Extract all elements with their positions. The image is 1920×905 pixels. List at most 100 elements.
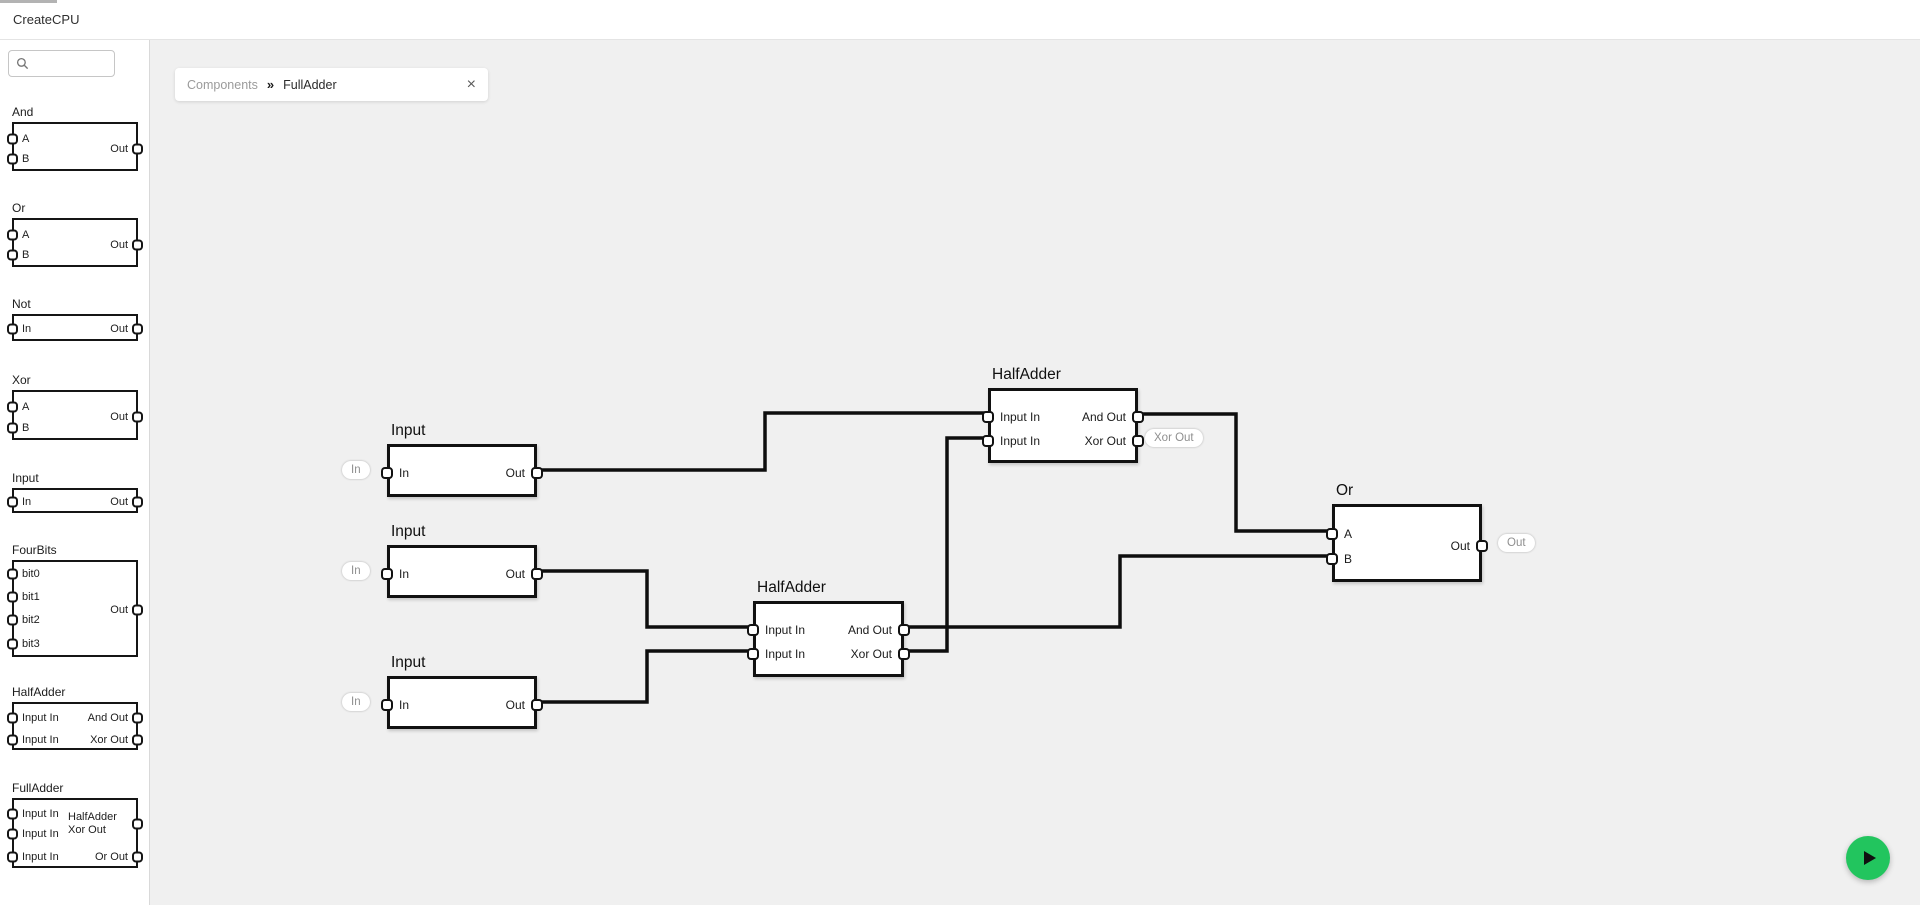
port-in[interactable] — [7, 734, 18, 746]
node-or[interactable]: Or A B Out — [1326, 482, 1488, 582]
wire-halfadder-top-andout-to-or-a[interactable] — [1141, 412, 1332, 533]
port-in[interactable] — [7, 614, 18, 626]
port-label: Out — [110, 143, 128, 155]
port-out[interactable] — [132, 143, 143, 155]
wire-halfadder-bottom-andout-to-or-b[interactable] — [907, 554, 1332, 629]
palette-box[interactable]: A B Out — [7, 218, 143, 267]
port-in[interactable] — [1326, 528, 1338, 540]
port-out[interactable] — [132, 496, 143, 508]
port-in[interactable] — [7, 153, 18, 165]
node-input-1[interactable]: Input In Out — [381, 422, 543, 497]
palette-box[interactable]: A B Out — [7, 390, 143, 440]
port-label: bit0 — [22, 568, 40, 580]
port-in[interactable] — [747, 624, 759, 636]
port-label: B — [1344, 552, 1353, 566]
port-in[interactable] — [7, 851, 18, 863]
wire-input2-to-halfadder-bottom-in1[interactable] — [540, 569, 753, 629]
port-in[interactable] — [7, 828, 18, 840]
app-title: CreateCPU — [13, 12, 80, 27]
port-out[interactable] — [132, 818, 143, 830]
external-output-pill[interactable]: Out — [1498, 534, 1535, 552]
wire-input3-to-halfadder-bottom-in2[interactable] — [540, 649, 753, 704]
palette-item-input[interactable]: Input In Out — [7, 468, 143, 513]
port-out[interactable] — [132, 604, 143, 616]
wire-halfadder-bottom-xorout-to-halfadder-top-in2[interactable] — [907, 436, 988, 653]
port-in[interactable] — [7, 249, 18, 261]
search-icon — [16, 57, 29, 70]
port-in[interactable] — [381, 699, 393, 711]
port-in[interactable] — [7, 422, 18, 434]
external-input-pill[interactable]: In — [342, 693, 370, 711]
port-out[interactable] — [531, 699, 543, 711]
node-halfadder-top[interactable]: HalfAdder Input In Input In And Out Xor … — [982, 366, 1144, 463]
port-out[interactable] — [531, 568, 543, 580]
breadcrumb-root[interactable]: Components — [187, 77, 258, 92]
palette-box[interactable]: A B Out — [7, 122, 143, 171]
external-input-pill[interactable]: In — [342, 461, 370, 479]
palette-item-and[interactable]: And A B Out — [7, 102, 143, 171]
port-label: Out — [110, 323, 128, 335]
node-input-2[interactable]: Input In Out — [381, 523, 543, 598]
search-input[interactable] — [34, 55, 106, 72]
external-output-pill[interactable]: Xor Out — [1145, 429, 1203, 447]
search-box[interactable] — [8, 50, 115, 77]
port-in[interactable] — [982, 411, 994, 423]
circuit-canvas[interactable]: Components » FullAdder × Input In Out In… — [150, 40, 1920, 905]
palette-box[interactable]: bit0 bit1 bit2 bit3 Out — [7, 560, 143, 657]
palette-item-fourbits[interactable]: FourBits bit0 bit1 bit2 bit3 Out — [7, 540, 143, 657]
node-label: Input — [391, 654, 426, 671]
port-label: Out — [110, 239, 128, 251]
port-out[interactable] — [132, 323, 143, 335]
port-in[interactable] — [747, 648, 759, 660]
port-out[interactable] — [132, 851, 143, 863]
wire-input1-to-halfadder-top-in1[interactable] — [540, 411, 988, 472]
port-label: Input In — [22, 851, 59, 863]
port-out[interactable] — [898, 624, 910, 636]
port-in[interactable] — [1326, 553, 1338, 565]
port-in[interactable] — [7, 568, 18, 580]
port-in[interactable] — [7, 638, 18, 650]
node-input-3[interactable]: Input In Out — [381, 654, 543, 729]
close-icon[interactable]: × — [466, 75, 476, 93]
port-in[interactable] — [7, 591, 18, 603]
port-in[interactable] — [7, 712, 18, 724]
breadcrumb-tab[interactable]: Components » FullAdder × — [175, 68, 488, 101]
port-in[interactable] — [7, 401, 18, 413]
port-out[interactable] — [531, 467, 543, 479]
port-out[interactable] — [898, 648, 910, 660]
port-in[interactable] — [381, 568, 393, 580]
port-in[interactable] — [982, 435, 994, 447]
port-in[interactable] — [7, 323, 18, 335]
port-out[interactable] — [1132, 435, 1144, 447]
palette-box[interactable]: In Out — [7, 488, 143, 513]
port-label: bit3 — [22, 638, 40, 650]
node-halfadder-bottom[interactable]: HalfAdder Input In Input In And Out Xor … — [747, 579, 910, 677]
node-label: Or — [1336, 482, 1354, 499]
port-out[interactable] — [1132, 411, 1144, 423]
palette-box[interactable]: Input In Input In Input In HalfAdder Xor… — [7, 798, 143, 868]
port-out[interactable] — [132, 734, 143, 746]
external-input-pill[interactable]: In — [342, 562, 370, 580]
port-out[interactable] — [132, 411, 143, 423]
port-out[interactable] — [132, 239, 143, 251]
port-in[interactable] — [7, 133, 18, 145]
port-label: And Out — [847, 623, 892, 637]
palette-box[interactable]: In Out — [7, 314, 143, 341]
port-label: Input In — [1000, 434, 1041, 448]
palette-box[interactable]: Input In Input In And Out Xor Out — [7, 702, 143, 750]
port-in[interactable] — [7, 229, 18, 241]
port-out[interactable] — [132, 712, 143, 724]
port-label: Xor Out — [1084, 434, 1126, 448]
port-in[interactable] — [381, 467, 393, 479]
palette-item-halfadder[interactable]: HalfAdder Input In Input In And Out Xor … — [7, 682, 143, 750]
port-label: Input In — [1000, 410, 1041, 424]
port-label: Out — [110, 604, 128, 616]
run-button[interactable] — [1846, 836, 1890, 880]
port-in[interactable] — [7, 808, 18, 820]
port-out[interactable] — [1476, 540, 1488, 552]
palette-item-fulladder[interactable]: FullAdder Input In Input In Input In Hal… — [7, 778, 143, 868]
palette-item-not[interactable]: Not In Out — [7, 294, 143, 341]
palette-item-or[interactable]: Or A B Out — [7, 198, 143, 267]
port-in[interactable] — [7, 496, 18, 508]
palette-item-xor[interactable]: Xor A B Out — [7, 370, 143, 440]
